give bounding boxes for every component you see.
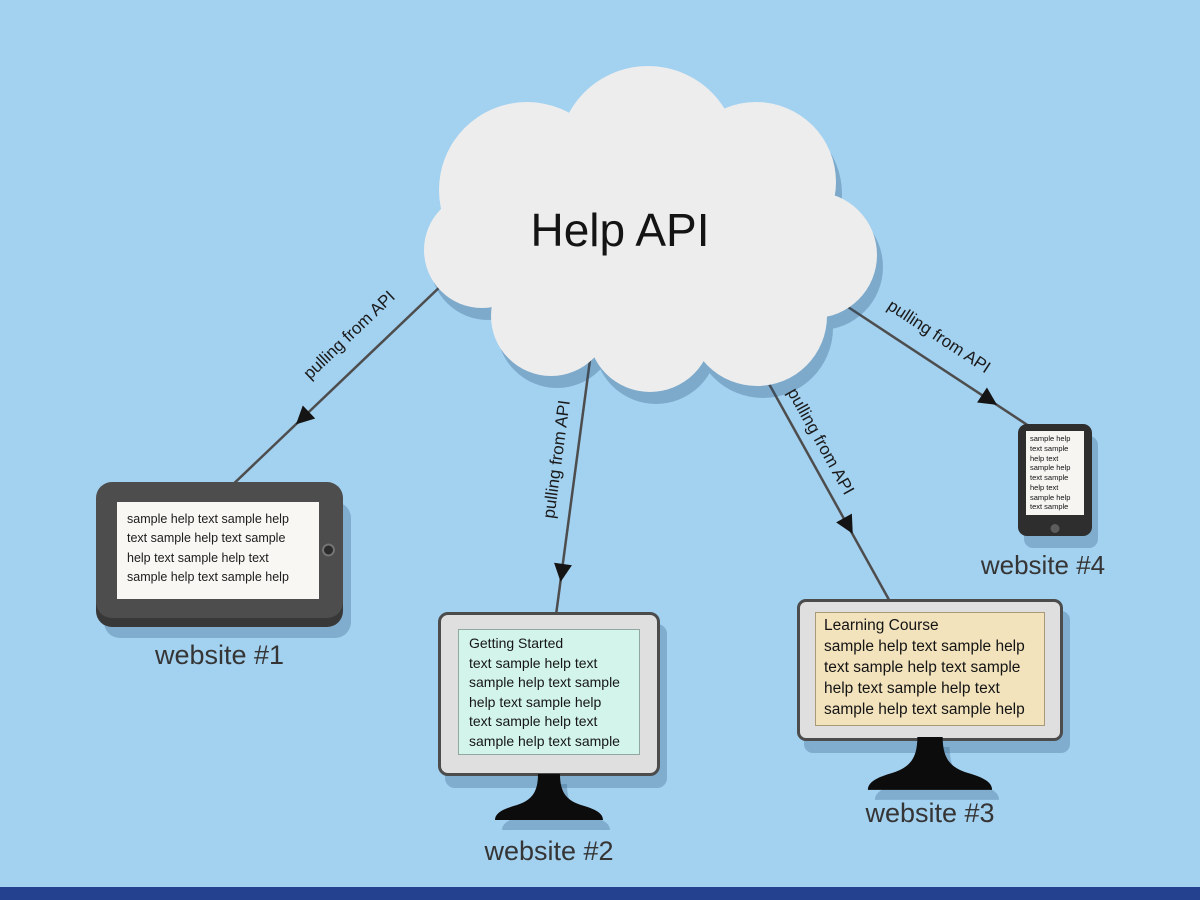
cloud-title: Help API [531,204,710,256]
connection-label-3: pulling from API [784,385,859,498]
connection-label-4: pulling from API [884,296,994,377]
monitor-stand [867,737,993,790]
screen-text-line: text sample help text [469,654,598,671]
screen-text-line: sample help text sample help [824,701,1025,719]
device-website-4-phone: sample help text sample help text sample… [1018,424,1092,536]
bottom-border-bar [0,887,1200,900]
tablet-screen: sample help text sample help text sample… [117,502,319,599]
screen-text-line: text sample help text sample [127,531,286,546]
device-caption-website-3: website #3 [865,798,995,828]
screen-text-line: text sample help text [469,713,598,730]
device-website-2-monitor: Getting Started text sample help text sa… [438,612,660,776]
screen-text-line: sample help text sample help [127,512,289,526]
device-website-3-monitor: Learning Course sample help text sample … [797,599,1063,741]
screen-heading: Getting Started [469,635,564,651]
cloud-lobe [687,246,827,386]
monitor-screen-website-3: Learning Course sample help text sample … [815,612,1045,726]
screen-text-line: sample help [1030,463,1071,473]
monitor-screen-website-2: Getting Started text sample help text sa… [458,629,640,755]
screen-text-line: text sample [1030,443,1069,453]
arrow-icon [836,513,853,534]
screen-text-line: help text [1030,453,1059,463]
connection-label-2: pulling from API [539,399,574,520]
device-website-1-tablet: sample help text sample help text sample… [96,482,343,618]
screen-text-line: sample help [1030,492,1071,502]
screen-text-line: sample help [1030,434,1071,443]
screen-text-line: sample help text sample [469,732,620,749]
arrowheads [295,387,998,582]
tablet-camera-button-icon [322,543,335,557]
monitor-stand [495,774,603,820]
connection-line-4 [844,303,1036,432]
cloud-lobe [424,192,540,308]
screen-text-line: text sample [1030,473,1069,482]
screen-text-line: text sample help text sample [824,659,1021,677]
arrow-icon [295,405,316,425]
screen-text-line: help text [1030,482,1059,492]
screen-text-line: help text sample help text [127,550,269,565]
screen-heading: Learning Course [824,617,939,634]
connection-line-3 [761,372,895,608]
connection-line-1 [224,281,446,493]
arrow-icon [977,387,998,405]
screen-text-line: sample help text sample help [824,638,1025,656]
screen-text-line: text sample [1030,502,1069,512]
screen-text-line: help text sample help text [824,680,1000,698]
screen-text-line: help text sample help [469,693,602,710]
phone-screen: sample help text sample help text sample… [1026,431,1084,515]
help-api-cloud [424,66,877,392]
phone-home-button-icon [1050,524,1060,533]
device-caption-website-2: website #2 [484,836,614,866]
screen-text-line: sample help text sample [469,674,620,691]
connection-label-1: pulling from API [300,287,399,383]
screen-text-line: sample help text sample help [127,570,289,585]
cloud-lobe [588,268,712,392]
device-caption-website-1: website #1 [154,640,285,670]
arrow-icon [554,562,572,582]
device-caption-website-4: website #4 [980,550,1106,580]
